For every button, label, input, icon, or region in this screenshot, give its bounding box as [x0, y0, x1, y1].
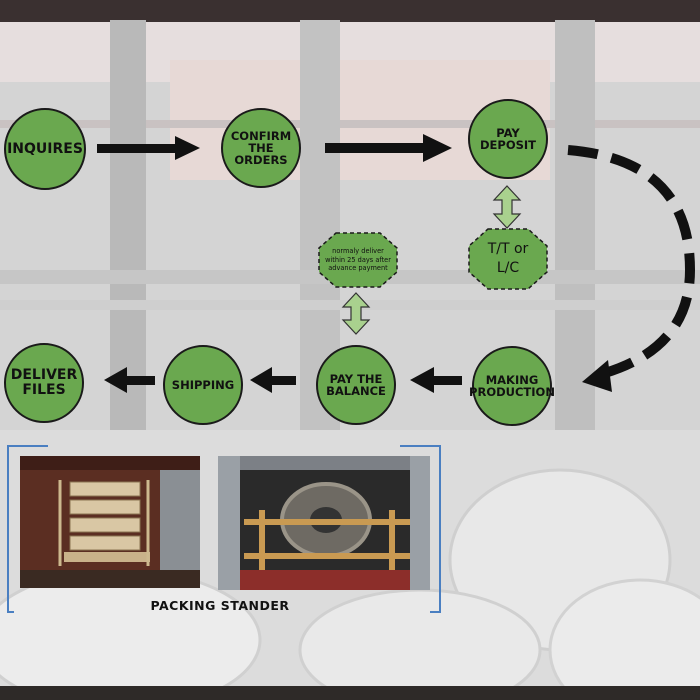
frame-left-bracket	[7, 445, 48, 613]
step-shipping: SHIPPING	[163, 345, 243, 425]
step-making-production: MAKING PRODUCTION	[469, 346, 555, 426]
arrow-confirm-to-deposit	[325, 143, 425, 153]
container-photo-coil	[218, 456, 430, 590]
step-pay-balance-label: PAY THE BALANCE	[326, 371, 386, 398]
step-deliver-files-label: DELIVER FILES	[10, 367, 78, 398]
note-delivery-time-text: normaly deliver within 25 days after adv…	[325, 247, 391, 273]
packing-caption: PACKING STANDER	[150, 598, 290, 613]
arrow-balance-to-shipping	[270, 376, 296, 385]
step-inquires: INQUIRES	[4, 108, 86, 190]
step-making-production-label: MAKING PRODUCTION	[469, 372, 555, 399]
frame-right-bracket	[400, 445, 441, 613]
step-pay-deposit-label: PAY DEPOSIT	[479, 125, 536, 152]
container-photo-stacked-sheets	[20, 456, 200, 588]
double-arrow-deposit-terms	[492, 185, 522, 229]
arrow-inquires-to-confirm	[97, 144, 177, 153]
step-inquires-label: INQUIRES	[7, 140, 83, 157]
double-arrow-balance-delivery	[341, 292, 371, 335]
note-payment-method-text: T/T or L/C	[487, 241, 529, 276]
arrow-making-to-balance	[432, 376, 462, 385]
step-pay-deposit: PAY DEPOSIT	[468, 99, 548, 179]
step-pay-balance: PAY THE BALANCE	[316, 345, 396, 425]
step-confirm-orders-label: CONFIRM THE ORDERS	[230, 128, 292, 168]
dashed-arrow-deposit-to-making	[567, 145, 696, 380]
step-confirm-orders: CONFIRM THE ORDERS	[221, 108, 301, 188]
note-delivery-time: normaly deliver within 25 days after adv…	[318, 232, 398, 288]
note-payment-method: T/T or L/C	[468, 228, 548, 290]
step-shipping-label: SHIPPING	[171, 377, 235, 392]
step-deliver-files: DELIVER FILES	[4, 343, 84, 423]
arrow-shipping-to-deliver	[125, 376, 155, 385]
